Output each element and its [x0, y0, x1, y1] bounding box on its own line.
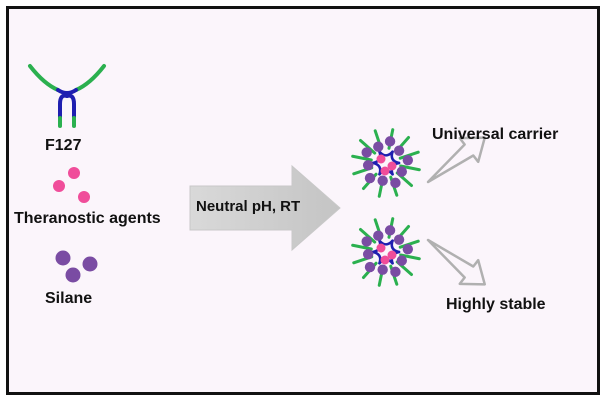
theranostic-agent-icon: [53, 167, 90, 203]
highly-stable-label: Highly stable: [446, 296, 546, 313]
f127-polymer-icon: [28, 64, 106, 128]
hollow-arrow-icon: [426, 238, 486, 286]
hollow-arrow-icon: [426, 136, 486, 184]
silane-icon: [55, 250, 98, 283]
silane-label: Silane: [45, 290, 93, 307]
theranostic-agents-label: Theranostic agents: [14, 210, 161, 227]
universal-carrier-label: Universal carrier: [432, 126, 559, 143]
process-arrow: [189, 164, 341, 252]
nanoparticle-icon: [351, 217, 421, 287]
nanoparticle-icon: [351, 128, 421, 198]
f127-label: F127: [45, 137, 82, 154]
process-condition-label: Neutral pH, RT: [196, 198, 301, 215]
